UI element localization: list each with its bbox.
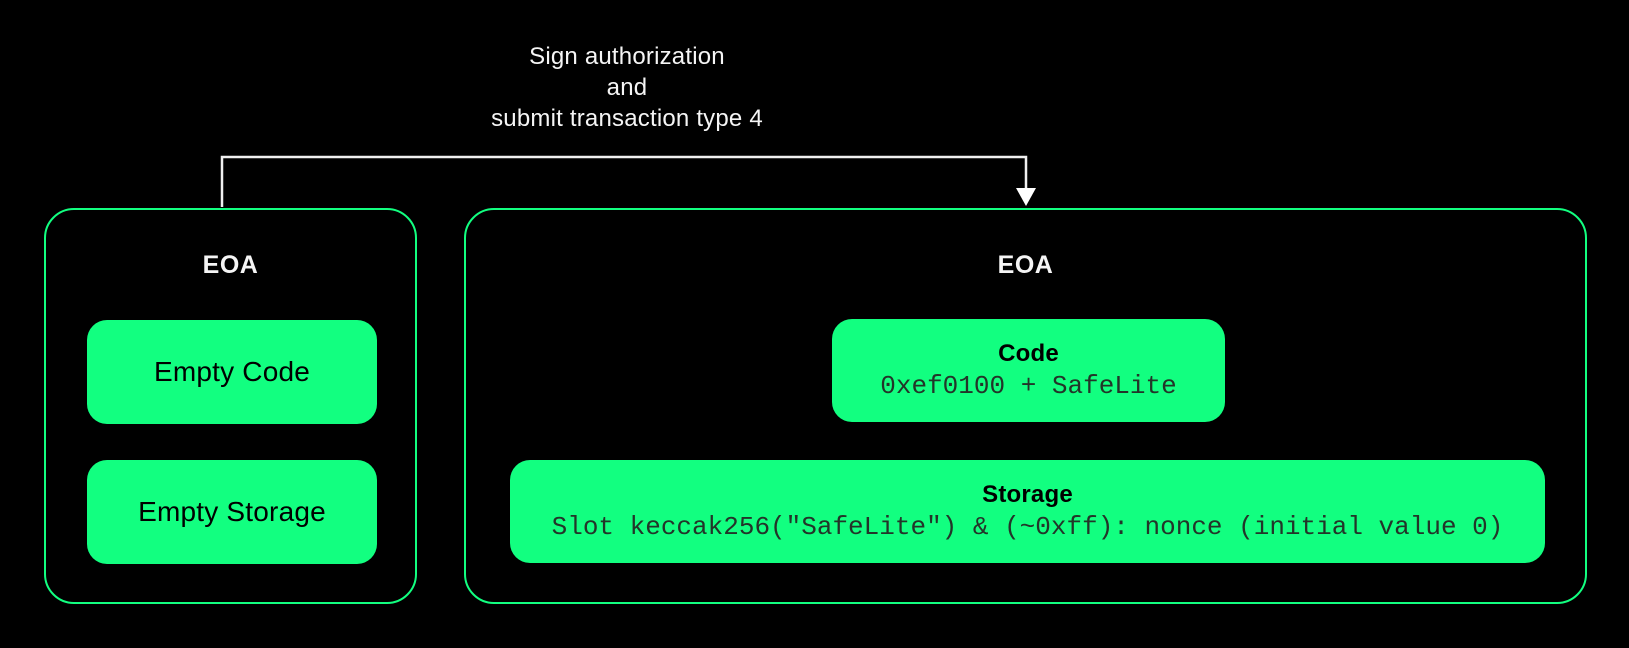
storage-box-title: Storage <box>982 481 1073 508</box>
empty-storage-box: Empty Storage <box>87 460 377 564</box>
arrow-caption-line3: submit transaction type 4 <box>491 105 763 132</box>
eoa-before-box: EOA Empty Code Empty Storage <box>44 208 417 604</box>
empty-storage-label: Empty Storage <box>138 496 326 527</box>
arrow-caption: Sign authorization and submit transactio… <box>427 41 827 134</box>
empty-code-label: Empty Code <box>153 356 311 387</box>
arrow-head-icon <box>1016 188 1036 206</box>
empty-code-box: Empty Code <box>87 320 377 424</box>
code-box-title: Code <box>998 340 1059 367</box>
eoa-after-box: EOA Code 0xef0100 + SafeLite Storage Slo… <box>464 208 1587 604</box>
storage-box: Storage Slot keccak256("SafeLite") & (~0… <box>510 460 1545 563</box>
arrow-caption-line1: Sign authorization <box>529 43 725 70</box>
eoa-before-title: EOA <box>202 251 259 279</box>
arrow-line <box>220 155 1028 207</box>
code-box-value: 0xef0100 + SafeLite <box>880 371 1177 401</box>
arrow-caption-line2: and <box>606 74 648 101</box>
storage-box-value: Slot keccak256("SafeLite") & (~0xff): no… <box>551 512 1504 542</box>
code-box: Code 0xef0100 + SafeLite <box>832 319 1225 422</box>
eoa-after-title: EOA <box>997 251 1054 279</box>
